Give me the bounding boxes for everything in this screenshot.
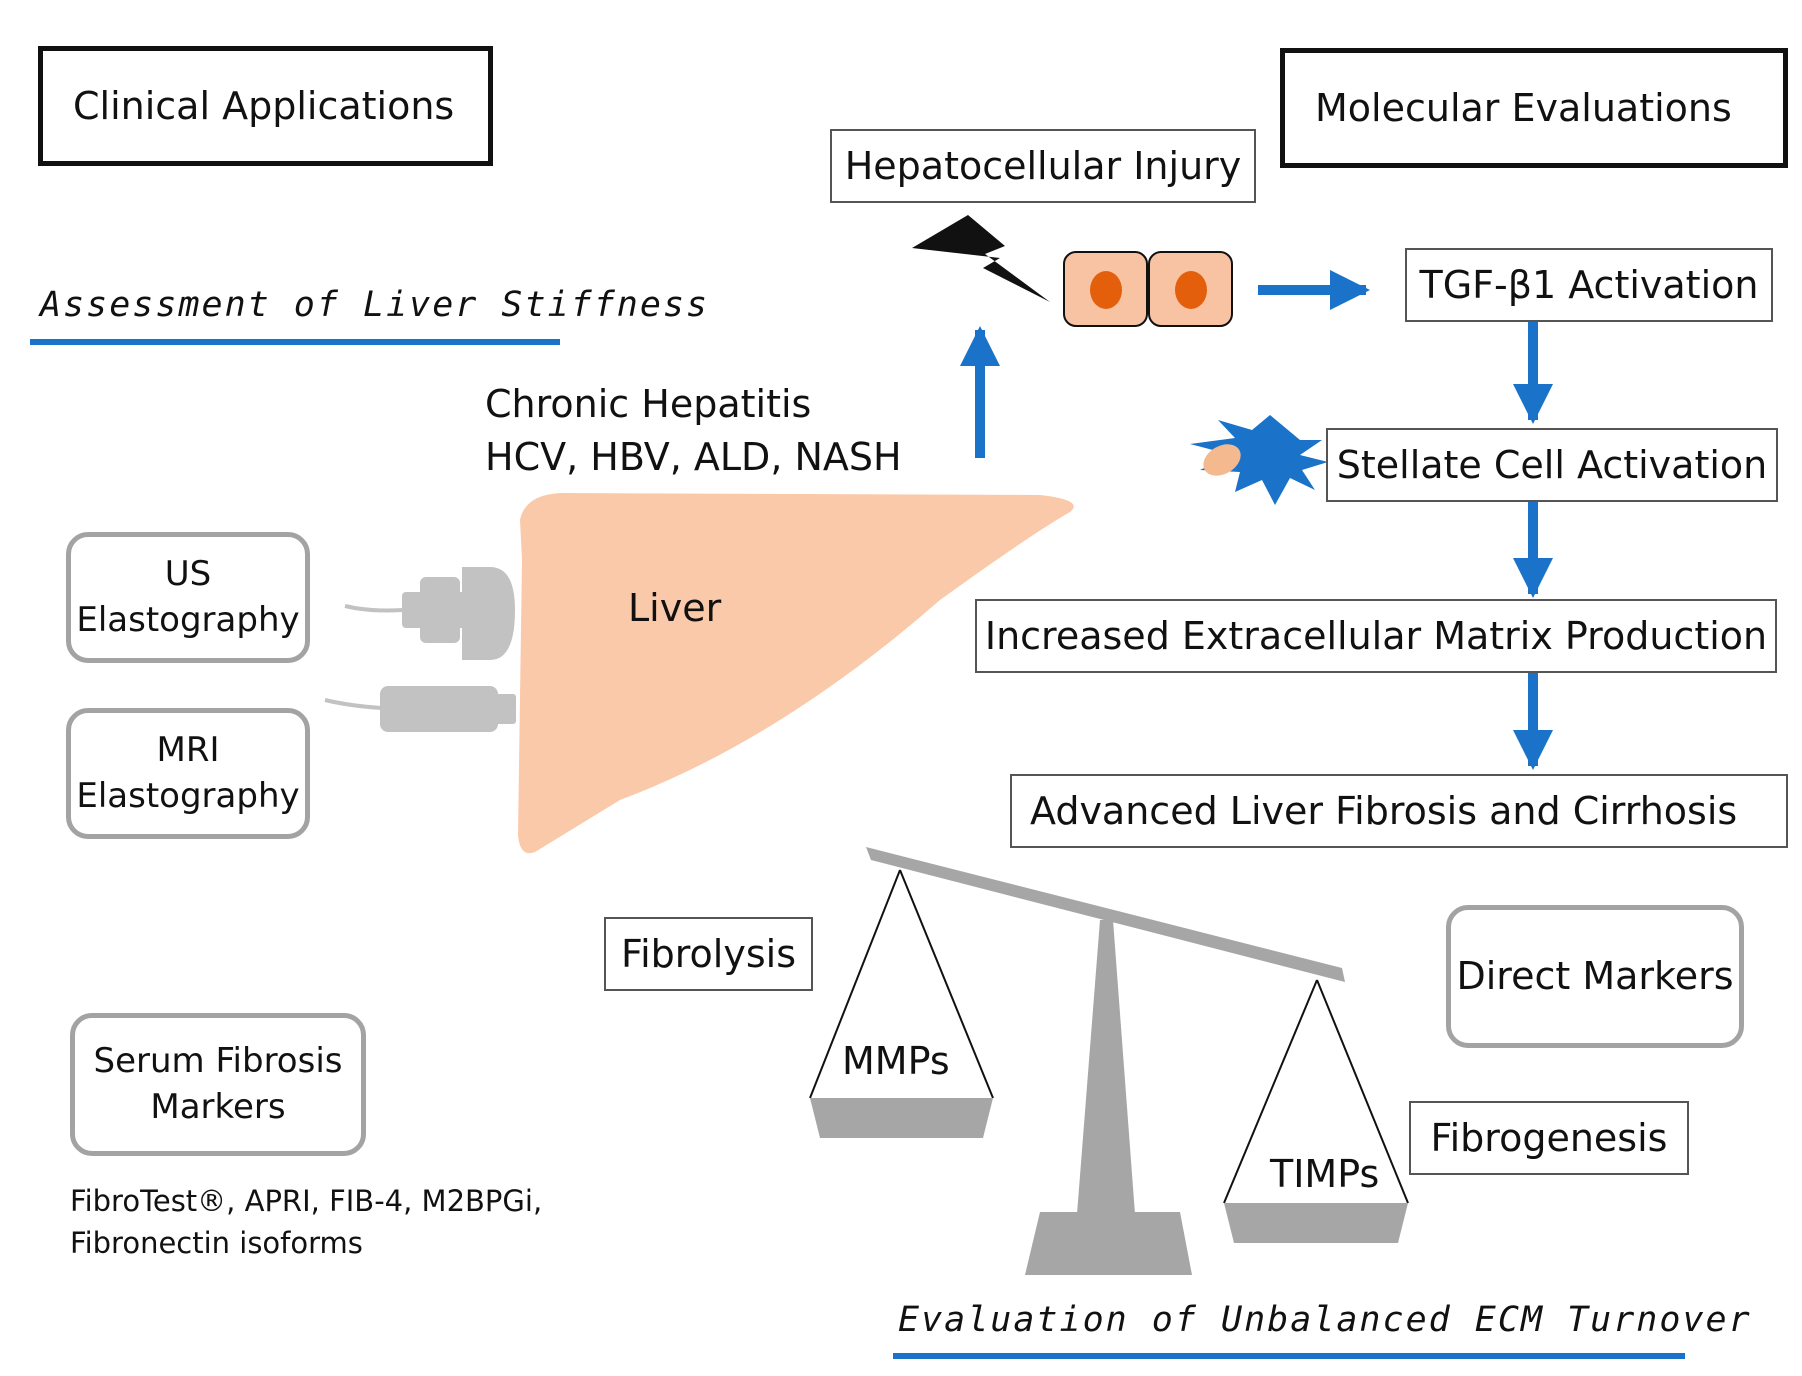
us-elastography-line1: US xyxy=(164,553,212,594)
etiology-text: Chronic Hepatitis HCV, HBV, ALD, NASH xyxy=(485,378,902,484)
hepatocellular-injury-label: Hepatocellular Injury xyxy=(844,144,1242,188)
stellate-activation-label: Stellate Cell Activation xyxy=(1336,443,1768,487)
etiology-line2: HCV, HBV, ALD, NASH xyxy=(485,435,902,480)
tgf-activation-box: TGF-β1 Activation xyxy=(1405,248,1773,322)
us-probe-icon xyxy=(344,567,515,660)
us-elastography-line2: Elastography xyxy=(76,599,300,640)
hepatocyte-cells-icon xyxy=(1063,251,1233,327)
mmps-label: MMPs xyxy=(842,1039,950,1083)
serum-markers-examples: FibroTest®, APRI, FIB-4, M2BPGi, Fibrone… xyxy=(70,1180,542,1264)
stellate-cell-icon xyxy=(1190,415,1328,505)
tgf-activation-label: TGF-β1 Activation xyxy=(1419,263,1759,307)
serum-examples-line1: FibroTest®, APRI, FIB-4, M2BPGi, xyxy=(70,1184,543,1218)
direct-markers-label: Direct Markers xyxy=(1456,953,1734,998)
mri-elastography-line2: Elastography xyxy=(76,775,300,816)
fibrogenesis-box: Fibrogenesis xyxy=(1409,1101,1689,1175)
serum-fibrosis-markers-box: Serum Fibrosis Markers xyxy=(70,1013,366,1156)
ecm-production-box: Increased Extracellular Matrix Productio… xyxy=(975,599,1777,673)
clinical-applications-header: Clinical Applications xyxy=(38,46,493,166)
serum-markers-line1: Serum Fibrosis xyxy=(93,1040,343,1081)
mri-elastography-line1: MRI xyxy=(156,729,220,770)
lightning-bolt-icon xyxy=(912,215,1050,302)
fibrogenesis-label: Fibrogenesis xyxy=(1430,1116,1668,1160)
timps-label: TIMPs xyxy=(1270,1152,1380,1196)
clinical-applications-title: Clinical Applications xyxy=(73,84,455,128)
liver-label: Liver xyxy=(628,586,722,630)
balance-scale-icon xyxy=(809,847,1409,1275)
mri-elastography-box: MRI Elastography xyxy=(66,708,310,839)
molecular-evaluations-header: Molecular Evaluations xyxy=(1280,48,1788,168)
ecm-production-label: Increased Extracellular Matrix Productio… xyxy=(984,614,1768,658)
hepatocellular-injury-box: Hepatocellular Injury xyxy=(830,129,1256,203)
us-elastography-box: US Elastography xyxy=(66,532,310,663)
etiology-line1: Chronic Hepatitis xyxy=(485,382,812,426)
liver-stiffness-heading: Assessment of Liver Stiffness xyxy=(40,285,710,325)
fibrolysis-label: Fibrolysis xyxy=(620,932,796,976)
molecular-evaluations-title: Molecular Evaluations xyxy=(1315,86,1732,130)
cirrhosis-label: Advanced Liver Fibrosis and Cirrhosis xyxy=(1030,789,1738,833)
stellate-activation-box: Stellate Cell Activation xyxy=(1326,428,1778,502)
liver-shape xyxy=(518,493,1074,854)
serum-examples-line2: Fibronectin isoforms xyxy=(70,1226,363,1261)
direct-markers-box: Direct Markers xyxy=(1446,905,1744,1048)
serum-markers-line2: Markers xyxy=(150,1086,286,1127)
ecm-turnover-heading: Evaluation of Unbalanced ECM Turnover xyxy=(898,1300,1752,1340)
fibrolysis-box: Fibrolysis xyxy=(604,917,813,991)
mri-device-icon xyxy=(324,686,516,732)
cirrhosis-box: Advanced Liver Fibrosis and Cirrhosis xyxy=(1010,774,1788,848)
